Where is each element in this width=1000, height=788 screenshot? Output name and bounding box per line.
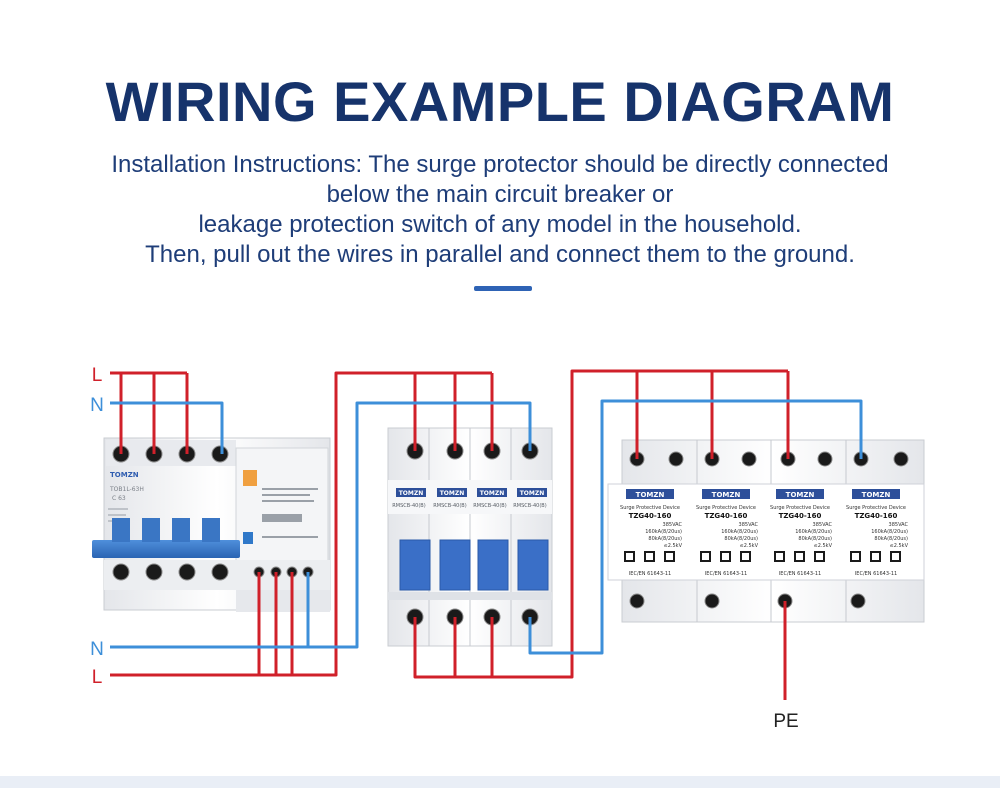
surge-protector	[607, 439, 925, 623]
spd-brand-bar-4	[852, 489, 900, 499]
spd-indicator-window-inner	[776, 553, 783, 560]
label-pe: PE	[773, 711, 798, 732]
live-wires	[110, 369, 790, 679]
spd-indicator-window-inner	[646, 553, 653, 560]
spd-up-2: ≤2.5kV	[740, 543, 759, 549]
neutral-wires	[110, 399, 863, 655]
spd-indicator-window-inner	[892, 553, 899, 560]
spd-brand-4: TOMZN	[862, 491, 891, 499]
spd-indicator-window-inner	[722, 553, 729, 560]
spd-uc-1: 385VAC	[663, 522, 683, 528]
spd-indicator-window-inner	[872, 553, 879, 560]
rcbo-breaker: TOMZN TOB1L-63H C 63	[92, 437, 331, 612]
spd-indicator-window-inner	[666, 553, 673, 560]
spd-device-1: Surge Protective Device	[620, 505, 680, 511]
spd-bottom-terminals	[629, 593, 866, 609]
mcb-model-4: RMSCB-40(B)	[513, 503, 546, 509]
title-divider	[474, 286, 532, 291]
spd-in-2: 80kA(8/20us)	[724, 536, 758, 542]
spd-uc-2: 385VAC	[739, 522, 759, 528]
spd-indicator-window-inner	[796, 553, 803, 560]
spd-brand-1: TOMZN	[636, 491, 665, 499]
spd-uc-4: 385VAC	[889, 522, 909, 528]
mcb-model-2: RMSCB-40(B)	[433, 503, 466, 509]
rcbo-bottom-terminals	[112, 563, 314, 581]
spd-device-2: Surge Protective Device	[696, 505, 756, 511]
spd-in-1: 80kA(8/20us)	[648, 536, 682, 542]
spd-up-4: ≤2.5kV	[890, 543, 909, 549]
spd-in-4: 80kA(8/20us)	[874, 536, 908, 542]
mcb-model-1: RMSCB-40(B)	[392, 503, 425, 509]
spd-model-4: TZG40-160	[855, 512, 898, 520]
spd-brand-3: TOMZN	[786, 491, 815, 499]
spd-standard-1: IEC/EN 61643-11	[629, 571, 671, 577]
instruction-line-1: Installation Instructions: The surge pro…	[111, 151, 889, 178]
spd-standard-3: IEC/EN 61643-11	[779, 571, 821, 577]
instruction-line-3: leakage protection switch of any model i…	[198, 211, 802, 238]
rcbo-rating: C 63	[112, 495, 126, 502]
spd-up-3: ≤2.5kV	[814, 543, 833, 549]
instruction-line-2: below the main circuit breaker or	[326, 181, 674, 208]
spd-indicator-window-inner	[626, 553, 633, 560]
spd-model-3: TZG40-160	[779, 512, 822, 520]
mcb-brand-1: TOMZN	[399, 490, 424, 497]
spd-up-1: ≤2.5kV	[664, 543, 683, 549]
spd-in-3: 80kA(8/20us)	[798, 536, 832, 542]
label-bottom-l: L	[92, 667, 103, 688]
spd-standard-4: IEC/EN 61643-11	[855, 571, 897, 577]
label-top-l: L	[92, 365, 103, 386]
spd-imax-1: 160kA(8/20us)	[645, 529, 682, 535]
spd-device-3: Surge Protective Device	[770, 505, 830, 511]
spd-model-2: TZG40-160	[705, 512, 748, 520]
spd-brand-bar-1	[626, 489, 674, 499]
mcb-brand-3: TOMZN	[480, 490, 505, 497]
spd-standard-2: IEC/EN 61643-11	[705, 571, 747, 577]
label-top-n: N	[90, 395, 104, 416]
spd-model-1: TZG40-160	[629, 512, 672, 520]
installation-instructions: Installation Instructions: The surge pro…	[40, 150, 960, 270]
spd-imax-2: 160kA(8/20us)	[721, 529, 758, 535]
wiring-diagram: TOMZN TOB1L-63H C 63	[90, 365, 925, 732]
mcb-brand-4: TOMZN	[520, 490, 545, 497]
label-bottom-n: N	[90, 639, 104, 660]
spd-indicator-window-inner	[702, 553, 709, 560]
spd-brand-bar-2	[702, 489, 750, 499]
spd-brand-2: TOMZN	[712, 491, 741, 499]
bottom-strip	[0, 776, 1000, 788]
rcbo-handle-bar	[92, 540, 240, 558]
spd-device-4: Surge Protective Device	[846, 505, 906, 511]
rcbo-brand: TOMZN	[110, 471, 139, 479]
spd-top-terminals	[629, 451, 909, 467]
rcbo-model: TOB1L-63H	[109, 486, 144, 493]
test-button	[243, 470, 257, 486]
spd-imax-4: 160kA(8/20us)	[871, 529, 908, 535]
mcb-labels: TOMZN TOMZN TOMZN TOMZN RMSCB-40(B) RMSC…	[392, 488, 547, 509]
mcb-brand-2: TOMZN	[440, 490, 465, 497]
spd-indicator-window-inner	[816, 553, 823, 560]
mcb-model-3: RMSCB-40(B)	[473, 503, 506, 509]
spd-imax-3: 160kA(8/20us)	[795, 529, 832, 535]
page-title: WIRING EXAMPLE DIAGRAM	[105, 70, 895, 133]
spd-indicator-window-inner	[852, 553, 859, 560]
spd-uc-3: 385VAC	[813, 522, 833, 528]
instruction-line-4: Then, pull out the wires in parallel and…	[145, 241, 855, 268]
spd-indicator-window-inner	[742, 553, 749, 560]
spd-brand-bar-3	[776, 489, 824, 499]
